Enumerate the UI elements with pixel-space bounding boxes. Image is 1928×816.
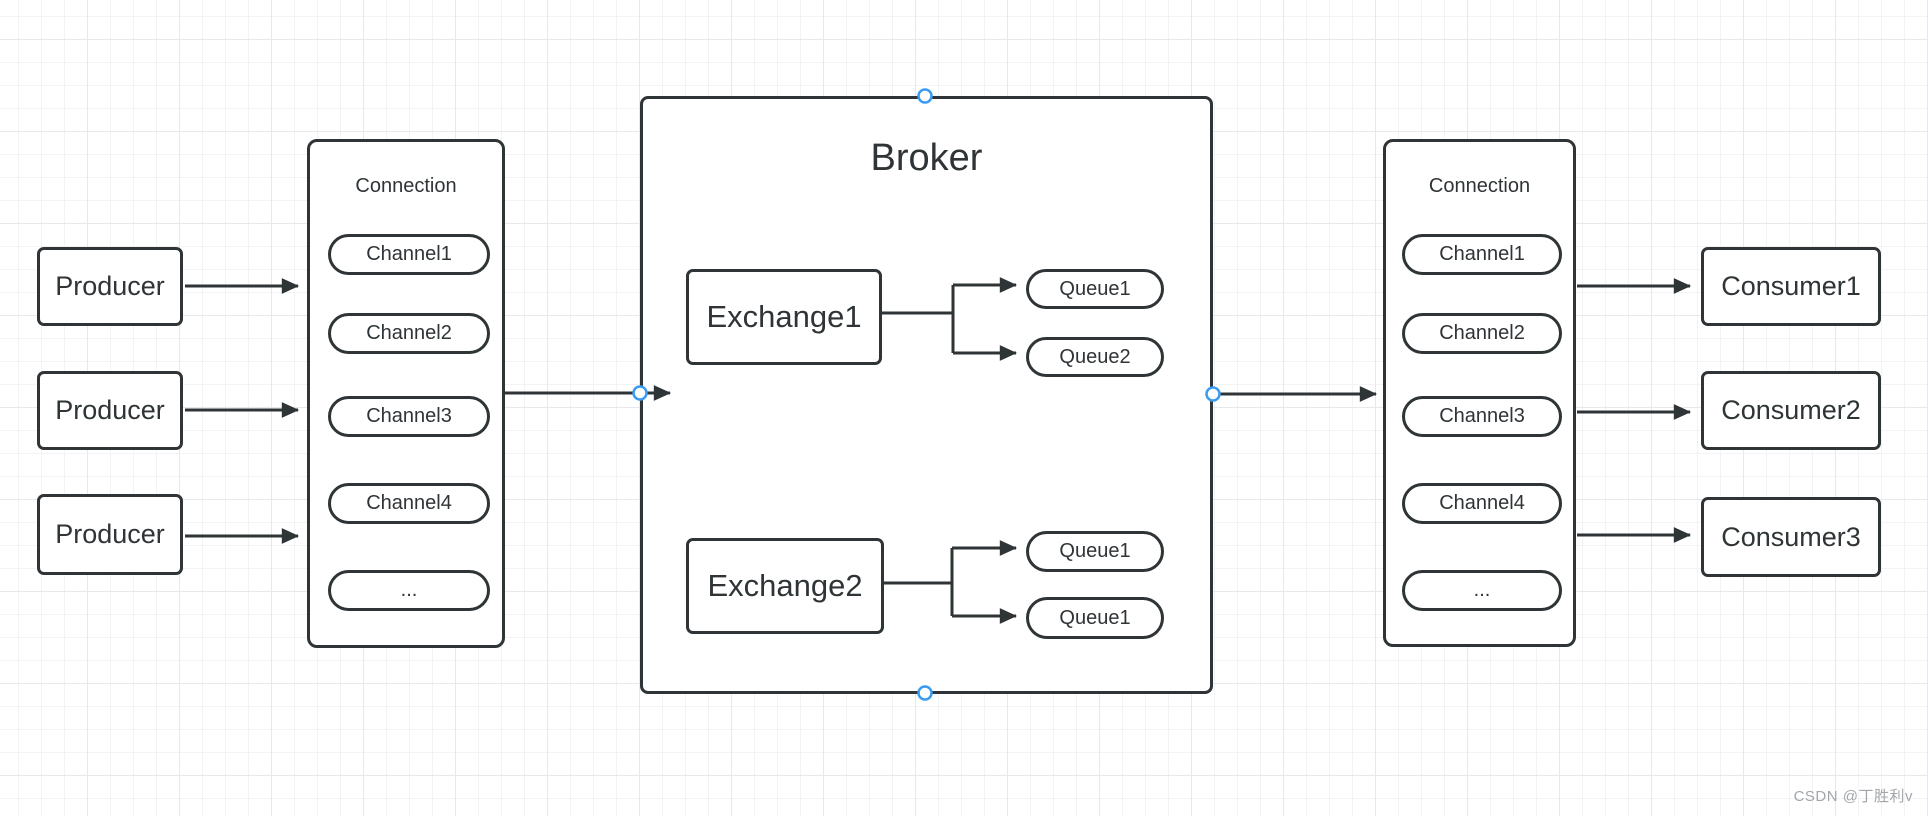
left-channel-4-pill: Channel4 [328, 483, 490, 524]
consumer-3-node: Consumer3 [1701, 497, 1881, 577]
left-channel-3-pill: Channel3 [328, 396, 490, 437]
consumer-1-node: Consumer1 [1701, 247, 1881, 326]
producer-1-node: Producer [37, 247, 183, 326]
broker-title: Broker [870, 136, 983, 179]
exchange-2-queue-2-pill: Queue1 [1026, 597, 1164, 639]
right-channel-1-label: Channel1 [1439, 243, 1525, 265]
left-connection-title: Connection [355, 174, 457, 197]
left-channel-more-label: ... [400, 579, 418, 601]
left-channel-2-label: Channel2 [366, 322, 452, 344]
exchange-1-queue-2-pill: Queue2 [1026, 337, 1164, 377]
producer-1-label: Producer [55, 271, 165, 301]
right-channel-more-pill: ... [1402, 570, 1562, 611]
exchange-2-queue-1-label: Queue1 [1059, 540, 1131, 562]
right-connection-title: Connection [1428, 174, 1531, 197]
left-channel-3-label: Channel3 [366, 405, 452, 427]
left-channel-1-pill: Channel1 [328, 234, 490, 275]
exchange-2-queue-1-pill: Queue1 [1026, 531, 1164, 572]
left-channel-1-label: Channel1 [366, 243, 452, 265]
left-channel-4-label: Channel4 [366, 492, 452, 514]
consumer-3-label: Consumer3 [1721, 521, 1861, 552]
exchange-1-queue-1-pill: Queue1 [1026, 269, 1164, 309]
exchange-1-queue-2-label: Queue2 [1059, 345, 1131, 368]
watermark: CSDN @丁胜利v [1793, 788, 1913, 805]
right-channel-4-pill: Channel4 [1402, 483, 1562, 524]
producer-3-node: Producer [37, 494, 183, 575]
right-channel-2-pill: Channel2 [1402, 313, 1562, 354]
broker-container: Broker Exchange1 Queue1 Queue2 Exchange2… [640, 96, 1213, 694]
right-channel-1-pill: Channel1 [1402, 234, 1562, 275]
exchange-2-node: Exchange2 [686, 538, 884, 634]
right-channel-4-label: Channel4 [1439, 492, 1525, 514]
right-connection-container: Connection Channel1 Channel2 Channel3 Ch… [1383, 139, 1576, 647]
exchange-2-queue-2-label: Queue1 [1059, 606, 1131, 629]
consumer-1-label: Consumer1 [1721, 271, 1861, 301]
producer-2-node: Producer [37, 371, 183, 450]
exchange-1-node: Exchange1 [686, 269, 882, 365]
right-channel-3-pill: Channel3 [1402, 396, 1562, 437]
right-channel-2-label: Channel2 [1439, 322, 1525, 344]
producer-2-label: Producer [55, 395, 165, 425]
right-channel-3-label: Channel3 [1439, 405, 1525, 427]
producer-3-label: Producer [55, 519, 165, 549]
exchange-1-queue-1-label: Queue1 [1059, 277, 1131, 300]
consumer-2-label: Consumer2 [1721, 395, 1861, 425]
exchange-1-label: Exchange1 [706, 299, 862, 334]
left-connection-container: Connection Channel1 Channel2 Channel3 Ch… [307, 139, 505, 648]
left-channel-more-pill: ... [328, 570, 490, 611]
right-channel-more-label: ... [1473, 579, 1491, 601]
consumer-2-node: Consumer2 [1701, 371, 1881, 450]
left-channel-2-pill: Channel2 [328, 313, 490, 354]
exchange-2-label: Exchange2 [707, 568, 863, 603]
